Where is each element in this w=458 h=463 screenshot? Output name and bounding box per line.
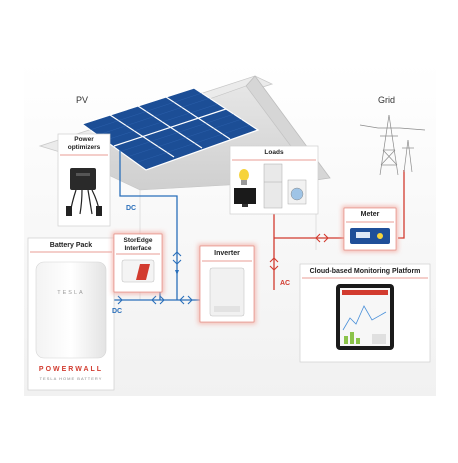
pv-label: PV [76,95,89,105]
optimizer-device-icon [70,168,96,190]
solar-panel-array [80,87,260,171]
power-optimizers-title-line2: optimizers [67,144,101,151]
dc-arrow [175,270,179,275]
storedge-title: StorEdge Interface [114,237,162,253]
meter-title: Meter [360,211,380,218]
storedge-title-line1: StorEdge [123,237,153,244]
ac-connectors [269,233,329,271]
ac-label: AC [280,280,291,287]
storedge-title-line2: Interface [124,245,152,252]
washing-machine-icon [287,179,307,205]
monitoring-platform-box [299,263,431,363]
meter-box [342,206,398,252]
loads-title: Loads [264,149,284,156]
power-optimizers-title: Power optimizers [58,136,110,152]
grid-label: Grid [378,95,396,105]
battery-pack-title: Battery Pack [49,242,93,249]
powerwall-unit-icon [35,261,107,359]
storedge-interface-box [112,232,164,294]
power-optimizers-box [57,133,111,227]
power-optimizers-title-line1: Power [74,136,94,143]
inverter-title: Inverter [214,250,240,257]
powerwall-brand: POWERWALL [38,366,104,373]
powerwall-subtitle: TESLA HOME BATTERY [39,376,103,381]
lightbulb-icon [239,169,249,185]
inverter-device-icon [209,267,245,317]
dc-label-top: DC [126,205,137,212]
television-icon [234,188,256,207]
monitoring-title: Cloud-based Monitoring Platform [309,268,421,275]
refrigerator-icon [263,163,283,209]
dc-connectors [109,251,193,305]
grid-tower-icon [359,114,426,176]
battery-pack-box [27,237,115,391]
powerwall-logo-text: TESLA [57,290,85,296]
inverter-box [198,244,256,324]
loads-box [229,145,319,215]
dc-label-bottom: DC [112,308,123,315]
